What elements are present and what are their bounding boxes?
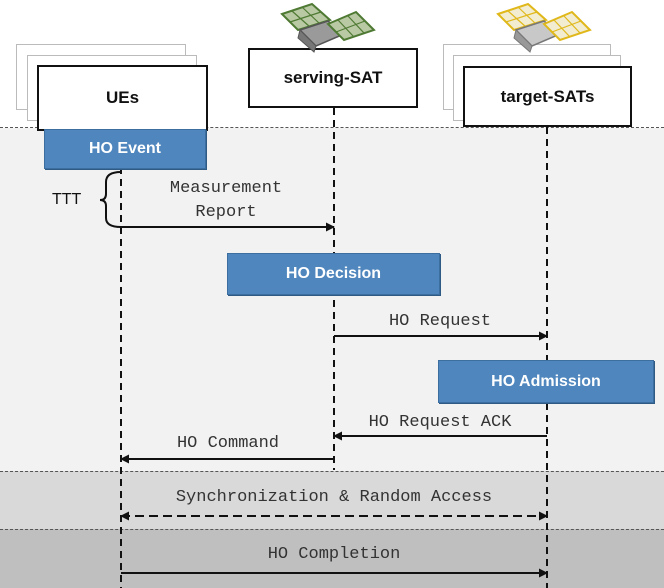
measurement-report-line1: Measurement (169, 179, 283, 198)
ho-event-box: HO Event (44, 129, 206, 169)
ues-entity: UEs (37, 65, 208, 131)
target-sats-entity: target-SATs (463, 66, 632, 127)
target-satellite-icon (496, 2, 592, 53)
sync-random-access-label: Synchronization & Random Access (175, 488, 493, 507)
phase-separator (0, 471, 664, 472)
serving-sat-entity: serving-SAT (248, 48, 418, 108)
measurement-report-line2: Report (195, 203, 257, 222)
phase-band-completion (0, 529, 664, 588)
measurement-report-label: Measurement Report (140, 177, 312, 225)
ttt-label: TTT (52, 191, 82, 208)
phase-separator (0, 529, 664, 530)
ho-request-label: HO Request (388, 312, 492, 331)
serving-satellite-icon (280, 2, 376, 53)
ho-request-ack-label: HO Request ACK (368, 413, 512, 432)
phase-separator (0, 127, 664, 128)
phase-band-preparation (0, 128, 664, 471)
ho-admission-box: HO Admission (438, 360, 654, 403)
ho-completion-label: HO Completion (267, 545, 401, 564)
ho-command-label: HO Command (176, 434, 280, 453)
ttt-bracket (99, 171, 122, 228)
ho-decision-box: HO Decision (227, 253, 440, 295)
